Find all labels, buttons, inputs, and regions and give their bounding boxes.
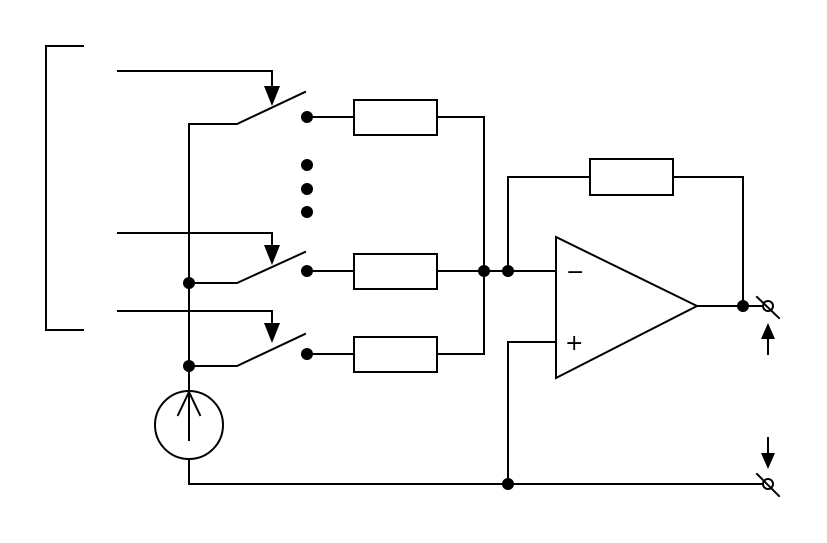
resistor-1 xyxy=(306,99,485,272)
feedback-resistor xyxy=(507,158,744,307)
resistor-3 xyxy=(306,270,485,373)
control-bracket xyxy=(45,45,84,331)
switch-2 xyxy=(183,250,313,289)
ground-terminal xyxy=(188,437,781,498)
switch-1 xyxy=(188,90,313,125)
op-amp: − + xyxy=(555,235,700,380)
noninverting-wire xyxy=(507,341,557,485)
resistor-2 xyxy=(306,253,485,290)
switch-3 xyxy=(183,332,313,372)
summing-node xyxy=(478,265,557,277)
inverting-input-label: − xyxy=(566,260,584,285)
control-line-2 xyxy=(117,232,280,265)
control-line-3 xyxy=(117,310,280,343)
current-source xyxy=(154,390,224,460)
output-terminal xyxy=(696,295,781,355)
control-line-1 xyxy=(117,70,280,106)
ellipsis-dots xyxy=(301,159,313,218)
noninverting-input-label: + xyxy=(565,331,583,356)
